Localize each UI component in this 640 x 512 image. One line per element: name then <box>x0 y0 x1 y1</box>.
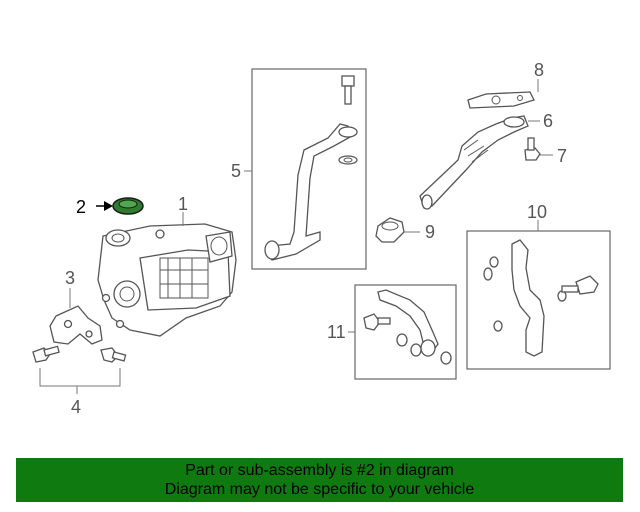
info-banner: Part or sub-assembly is #2 in diagram Di… <box>16 458 623 502</box>
part-11-hose[interactable] <box>363 289 452 365</box>
callout-1: 1 <box>178 194 188 214</box>
callout-9: 9 <box>425 222 435 242</box>
part-8-gasket[interactable] <box>467 91 535 109</box>
part-9-plug[interactable] <box>375 217 405 243</box>
part-5-oil-pipe[interactable] <box>264 75 358 261</box>
callout-10: 10 <box>527 202 547 222</box>
banner-line-1: Part or sub-assembly is #2 in diagram <box>185 462 454 479</box>
banner-line-2: Diagram may not be specific to your vehi… <box>164 481 475 498</box>
part-2-gasket[interactable] <box>112 197 144 215</box>
callout-8: 8 <box>534 60 544 80</box>
part-4-bolt-left[interactable] <box>32 345 60 363</box>
part-6-return-pipe[interactable] <box>419 115 529 210</box>
callout-5: 5 <box>231 161 241 181</box>
part-7-bolt[interactable] <box>524 137 541 161</box>
part-10-coolant-pipe[interactable] <box>483 239 599 357</box>
callout-4: 4 <box>71 397 81 417</box>
parts-diagram: 1 2 3 4 5 6 7 8 9 10 11 <box>32 60 611 417</box>
callout-3: 3 <box>65 268 75 288</box>
part-4-bolt-right[interactable] <box>100 347 127 363</box>
callout-7: 7 <box>557 146 567 166</box>
callout-11: 11 <box>327 322 346 342</box>
leader-lines <box>39 79 553 394</box>
part-3-bracket[interactable] <box>49 305 103 345</box>
part-1-housing[interactable] <box>97 223 237 337</box>
callout-6: 6 <box>543 111 553 131</box>
callout-2: 2 <box>76 197 86 217</box>
